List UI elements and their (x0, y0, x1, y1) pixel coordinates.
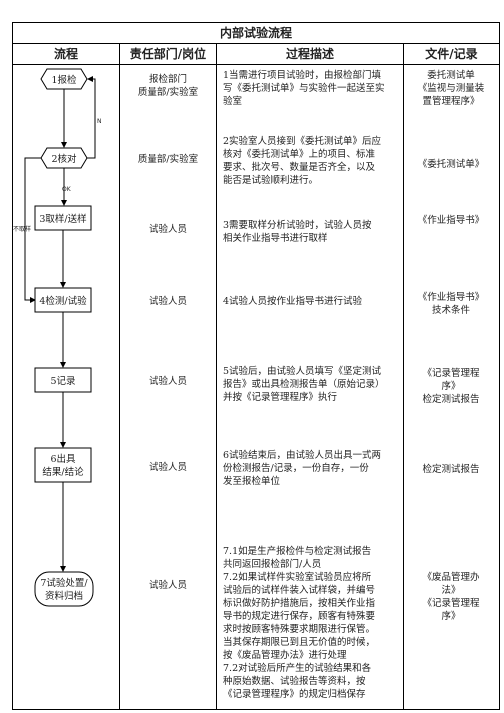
node-archive-label-1: 7试验处置/ (40, 577, 88, 589)
node-result[interactable] (34, 447, 92, 483)
node-sampling-label: 3取样/送样 (39, 213, 86, 225)
row7-dept: 试验人员 (148, 580, 187, 591)
node-archive-label-2: 资料归档 (45, 590, 83, 602)
row1-doc: 委托测试单《监视与测量装置管理程序》 (417, 70, 485, 107)
row5-desc: 5试验后，由试验人员填写《坚定测试报告》或出具检测报告单（原始记录）并按《记录管… (223, 366, 385, 403)
node-report-label: 1报检 (51, 74, 77, 86)
header-doc: 文件/记录 (404, 44, 499, 65)
node-result-label-2: 结果/结论 (42, 466, 84, 478)
flow-sheet: 内部试验流程 流程 责任部门/岗位 过程描述 文件/记录 1报检 2核对 N O… (12, 22, 500, 710)
row2-desc: 2实验室人员接到《委托测试单》后应核对《委托测试单》上的项目、标准要求、批次号、… (223, 136, 382, 186)
row3-desc: 3需要取样分析试验时，试验人员按相关作业指导书进行取样 (223, 220, 372, 244)
node-testing-label: 4检测/试验 (39, 295, 87, 307)
node-record-label: 5记录 (50, 375, 76, 387)
node-check-label: 2核对 (51, 153, 77, 165)
node-record[interactable] (34, 367, 92, 393)
header-dept: 责任部门/岗位 (120, 44, 216, 65)
row2-doc: 《委托测试单》 (417, 159, 485, 170)
row7-doc: 《废品管理办法》《记录管理程序》 (422, 572, 480, 622)
row3-dept: 试验人员 (148, 224, 187, 235)
col-divider (403, 44, 404, 709)
node-sampling[interactable] (34, 205, 92, 231)
label-no-sample: 不取样 (13, 225, 31, 233)
row2-dept: 质量部/实验室 (137, 154, 199, 165)
row5-dept: 试验人员 (148, 376, 187, 387)
row4-desc: 4试验人员按作业指导书进行试验 (223, 296, 363, 307)
row6-dept: 试验人员 (148, 462, 187, 473)
row1-desc: 1当需进行项目试验时，由报检部门填写《委托测试单》与实验件一起送至实验室 (223, 70, 385, 107)
label-ok: OK (62, 186, 72, 193)
row1-dept: 报检部门质量部/实验室 (137, 74, 199, 98)
header-desc: 过程描述 (217, 44, 403, 65)
row4-doc: 《作业指导书》技术条件 (417, 292, 485, 316)
row3-doc: 《作业指导书》 (417, 215, 485, 226)
header-flow: 流程 (13, 44, 119, 65)
col-divider (119, 44, 120, 709)
node-archive[interactable] (34, 571, 94, 607)
row6-doc: 检定测试报告 (422, 464, 480, 475)
label-n: N (97, 118, 102, 125)
row6-desc: 6试验结束后，由试验人员出具一式两份检测报告/记录，一份自存，一份发至报检单位 (223, 450, 382, 487)
node-result-label-1: 6出具 (50, 453, 76, 465)
flowchart: 1报检 2核对 N OK 不取样 3取样/送样 4检测/试验 5记录 6出具 结… (13, 68, 102, 607)
col-divider (216, 44, 217, 709)
row5-doc: 《记录管理程序》检定测试报告 (422, 368, 480, 405)
sheet-title: 内部试验流程 (13, 23, 499, 44)
row4-dept: 试验人员 (148, 296, 187, 307)
